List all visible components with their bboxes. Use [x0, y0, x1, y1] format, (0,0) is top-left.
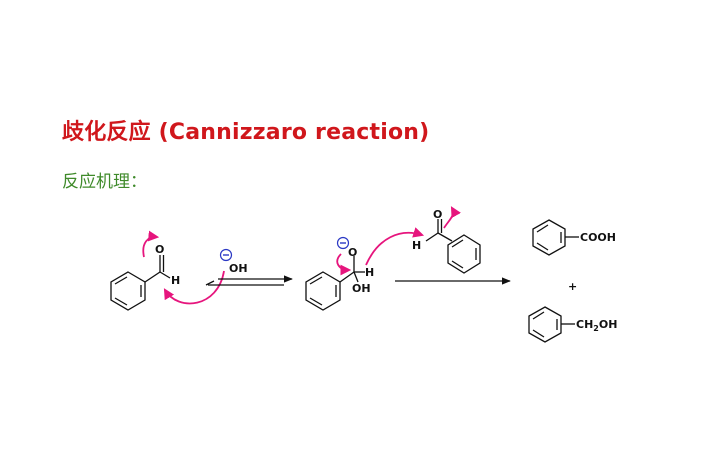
curved-arrow-hydroxide-attack: [163, 270, 225, 305]
curved-arrow-hydride-transfer: [365, 227, 425, 266]
benzene-ring: [305, 271, 341, 311]
benzoic-acid-product: COOH: [532, 219, 616, 256]
hydroxymethyl-group-label: CH2OH: [576, 318, 617, 333]
oh-label: OH: [599, 318, 618, 331]
curved-arrow-acceptor-pi: [443, 206, 461, 229]
intermediate-hydrogen-label: H: [365, 266, 374, 279]
benzene-ring: [528, 306, 562, 343]
benzene-ring: [110, 271, 146, 311]
acceptor-oxygen-label: O: [433, 208, 442, 221]
benzyl-alcohol-product: CH2OH: [528, 306, 617, 343]
alkoxide-oxygen-label: O: [348, 246, 357, 259]
subscript-2: 2: [593, 324, 599, 333]
benzene-ring: [532, 219, 566, 256]
curved-arrow-alkoxide-reform: [336, 253, 352, 276]
mechanism-subtitle: 反应机理：: [62, 172, 147, 192]
benzaldehyde-reactant: O H: [110, 243, 180, 311]
benzene-ring: [447, 234, 481, 274]
plus-sign: +: [568, 280, 577, 293]
tetrahedral-intermediate: O H OH: [305, 236, 374, 311]
carbonyl-oxygen-label: O: [155, 243, 164, 256]
intermediate-hydroxyl-label: OH: [352, 282, 371, 295]
ch-label: CH: [576, 318, 593, 331]
carboxyl-group-label: COOH: [580, 231, 616, 244]
benzaldehyde-acceptor: O H: [412, 208, 481, 274]
hydroxide-label: OH: [229, 262, 248, 275]
aldehyde-hydrogen-label: H: [171, 274, 180, 287]
page-title: 歧化反应 (Cannizzaro reaction): [62, 120, 430, 145]
equilibrium-arrows: [205, 275, 293, 286]
curved-arrow-pi-to-oxygen: [142, 230, 160, 258]
hydroxide-ion: OH: [219, 248, 248, 275]
acceptor-hydrogen-label: H: [412, 239, 421, 252]
